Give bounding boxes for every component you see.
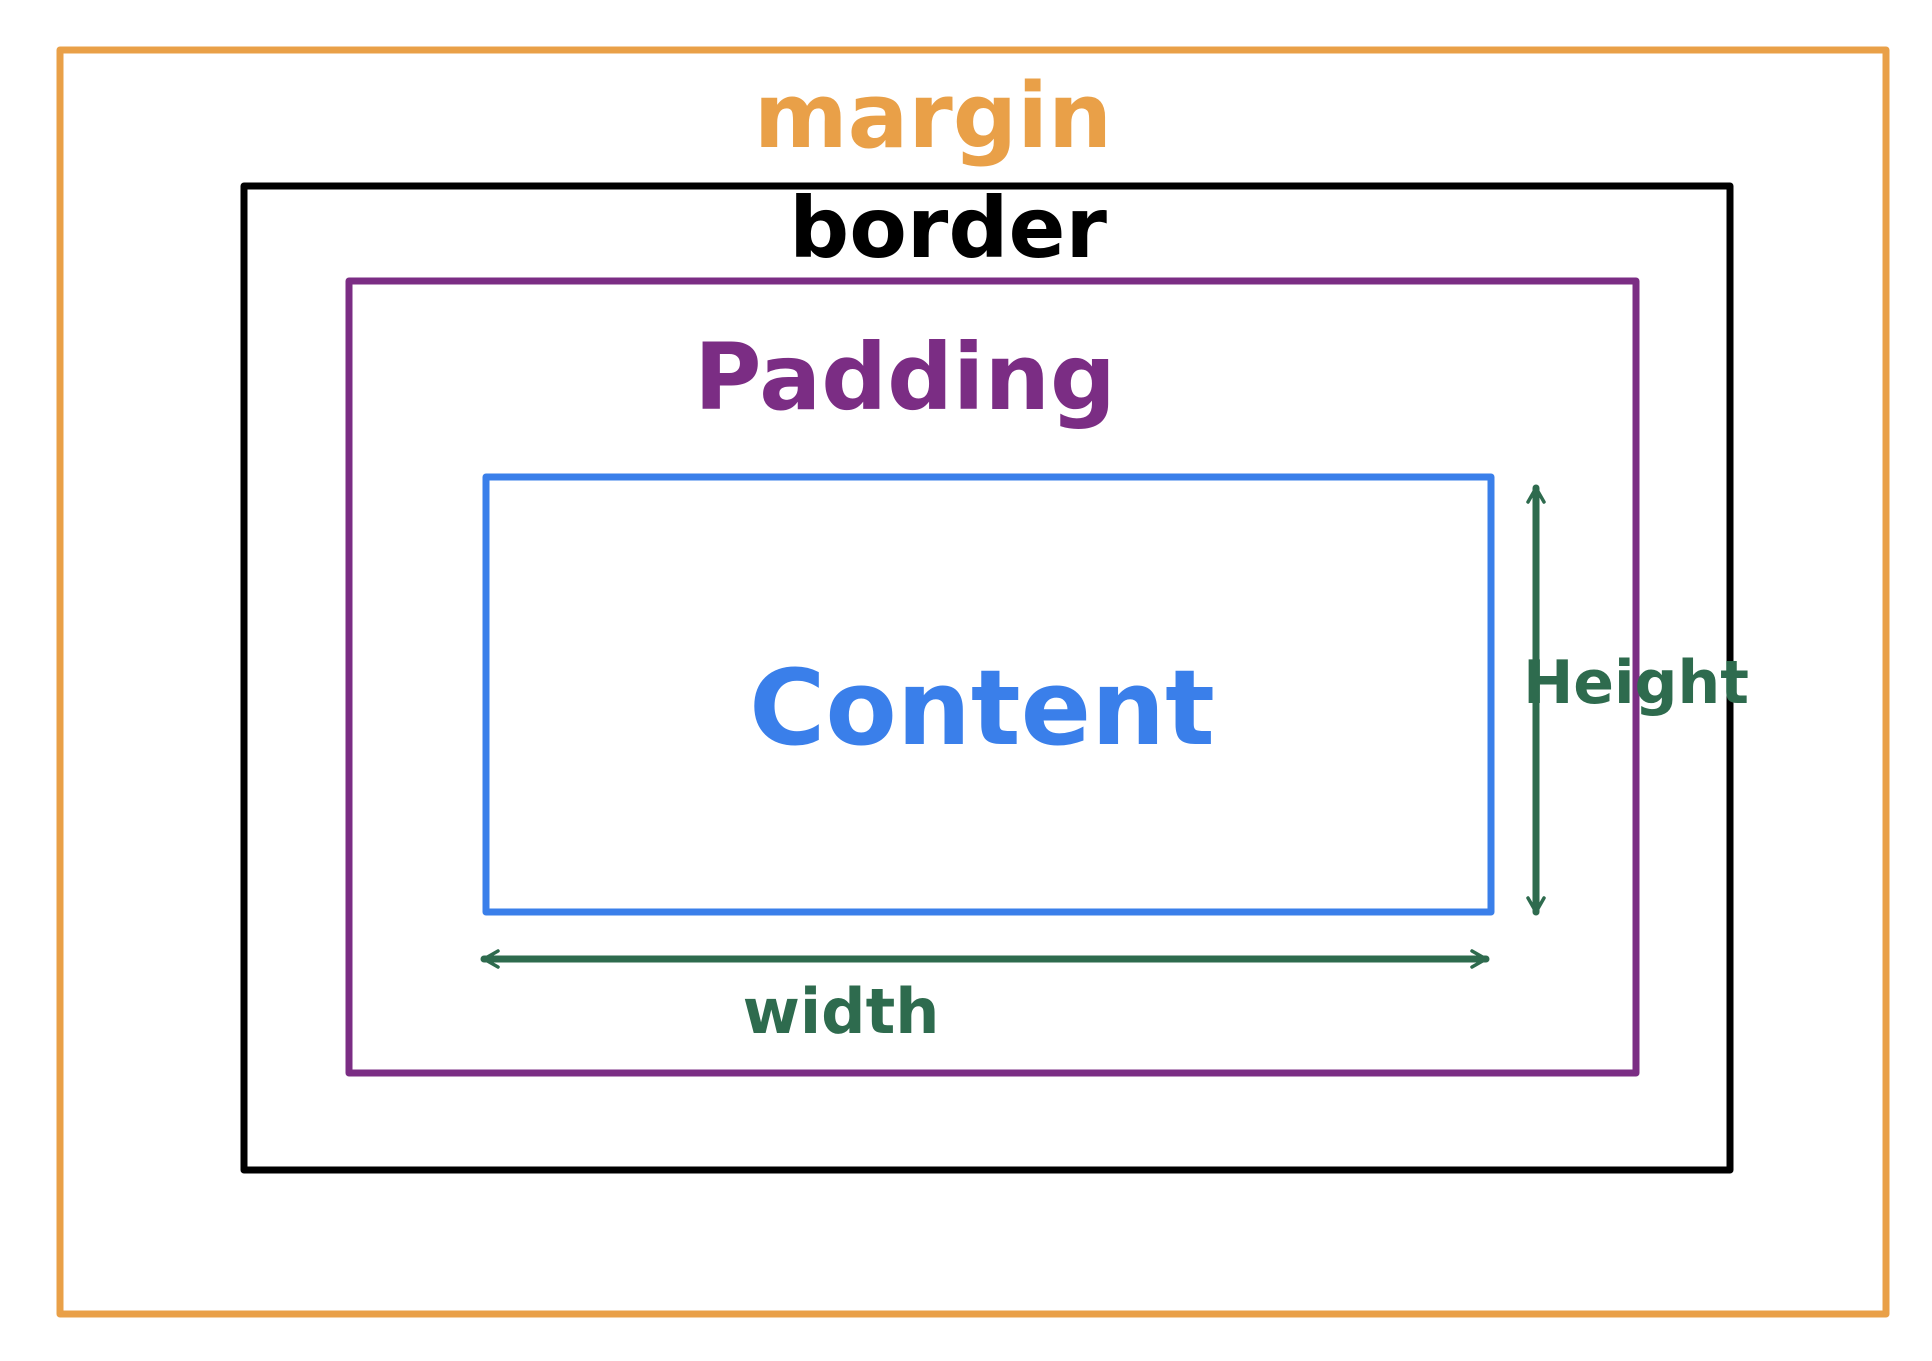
border-box	[240, 182, 1734, 1174]
padding-box	[345, 277, 1640, 1077]
margin-label: margin	[754, 64, 1112, 169]
content-label: Content	[749, 647, 1215, 769]
content-box	[482, 473, 1495, 916]
height-label: Height	[1523, 648, 1749, 718]
margin-box	[56, 46, 1890, 1318]
width-label: width	[743, 975, 940, 1048]
padding-label: Padding	[694, 324, 1116, 431]
border-label: border	[789, 179, 1107, 277]
